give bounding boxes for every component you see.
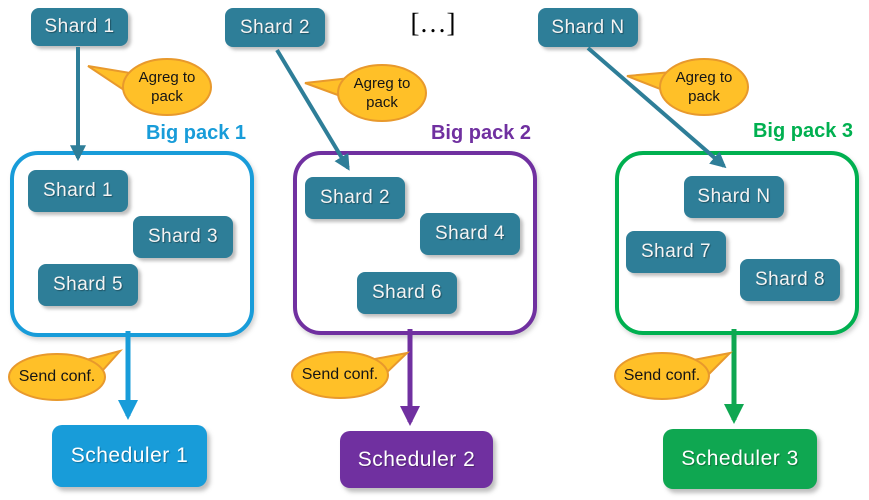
agreg-bubble-3-label: Agreg to pack bbox=[660, 68, 748, 106]
scheduler-3-box: Scheduler 3 bbox=[663, 429, 817, 489]
big-pack-2-title: Big pack 2 bbox=[430, 122, 531, 144]
pack1-shard-box: Shard 3 bbox=[133, 216, 233, 258]
pack3-shard-box: Shard 8 bbox=[740, 259, 840, 301]
agreg-arrow-3 bbox=[586, 46, 727, 169]
top-shard-box-2: Shard 2 bbox=[225, 8, 325, 47]
send-bubble-1-label: Send conf. bbox=[18, 368, 96, 385]
scheduler-1-box: Scheduler 1 bbox=[52, 425, 207, 487]
scheduler-2-box: Scheduler 2 bbox=[340, 431, 493, 488]
pack1-shard-box: Shard 5 bbox=[38, 264, 138, 306]
top-shard-box-3: Shard N bbox=[538, 8, 638, 47]
send-bubble-2-label: Send conf. bbox=[301, 366, 379, 383]
agreg-bubble-2-label: Agreg to pack bbox=[338, 74, 426, 112]
agreg-line1: Agreg to bbox=[675, 69, 733, 86]
agreg-line2: pack bbox=[366, 94, 398, 111]
pack3-shard-box: Shard 7 bbox=[626, 231, 726, 273]
big-pack-3-title: Big pack 3 bbox=[752, 120, 853, 142]
agreg-line1: Agreg to bbox=[138, 69, 196, 86]
agreg-line2: pack bbox=[151, 88, 183, 105]
pack3-shard-box: Shard N bbox=[684, 176, 784, 218]
ellipsis-label: […] bbox=[410, 8, 456, 38]
pack2-shard-box: Shard 2 bbox=[305, 177, 405, 219]
big-pack-1-title: Big pack 1 bbox=[145, 122, 246, 144]
agreg-bubble-1-label: Agreg to pack bbox=[123, 68, 211, 106]
top-shard-box-1: Shard 1 bbox=[31, 8, 128, 46]
pack2-shard-box: Shard 4 bbox=[420, 213, 520, 255]
send-bubble-3-label: Send conf. bbox=[623, 367, 701, 384]
agreg-line2: pack bbox=[688, 88, 720, 105]
agreg-line1: Agreg to bbox=[353, 75, 411, 92]
pack2-shard-box: Shard 6 bbox=[357, 272, 457, 314]
pack1-shard-box: Shard 1 bbox=[28, 170, 128, 212]
